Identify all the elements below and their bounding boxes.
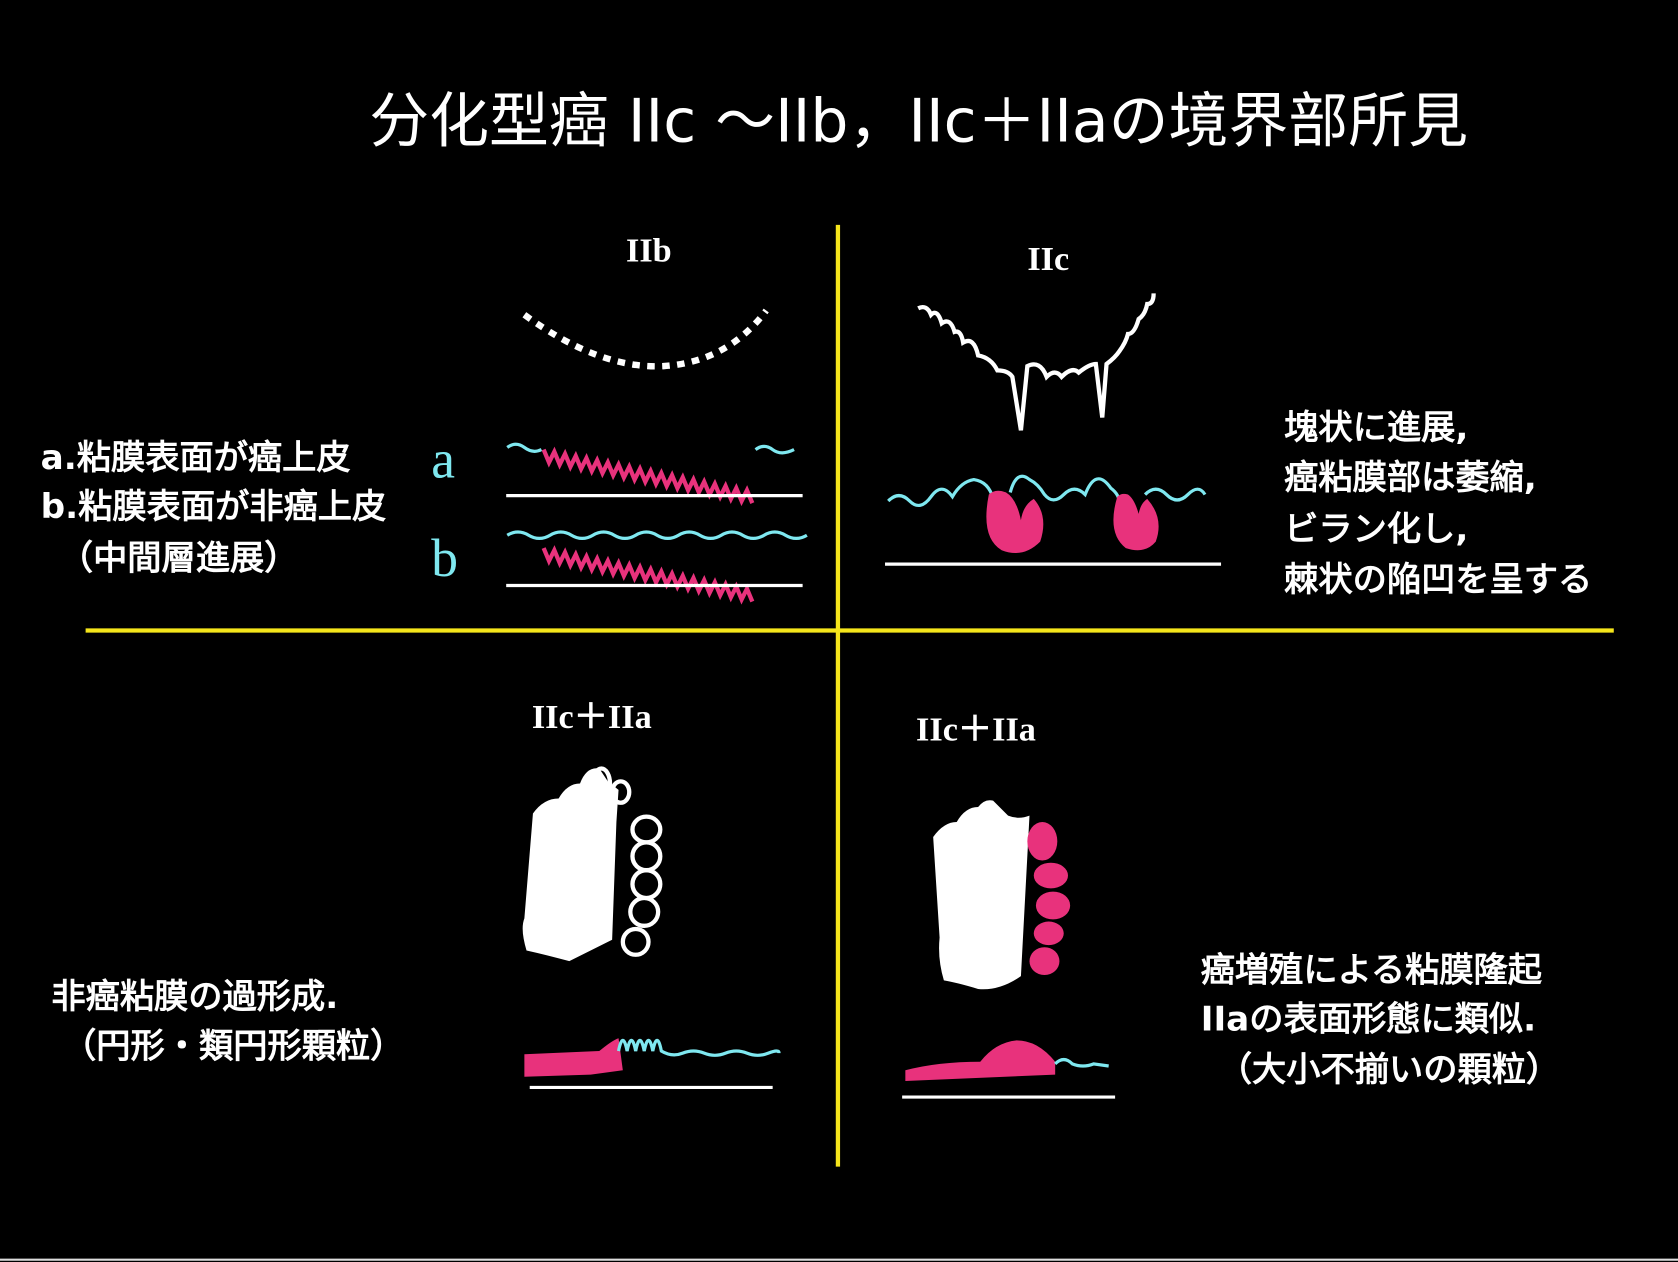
iic-spiky-surface bbox=[917, 293, 1156, 431]
quadrant-iib: IIb a b a.粘膜表面が癌上皮 b.粘膜表面が非癌上皮 （中間層進展） bbox=[41, 231, 808, 605]
iib-a-cancer-epithelium bbox=[541, 446, 755, 507]
iib-b-cancer-layer bbox=[541, 545, 755, 605]
right-note-1: 癌増殖による粘膜隆起 bbox=[1201, 950, 1543, 990]
iic-cancer-mass-2 bbox=[1113, 493, 1159, 551]
left-white-mass bbox=[522, 768, 619, 962]
left-note-1: 非癌粘膜の過形成. bbox=[51, 977, 338, 1017]
quadrant-iic-iia-noncancer: IIc＋IIa 非癌粘膜の過形成. （円形・類円形顆粒） bbox=[51, 698, 781, 1090]
slide-title: 分化型癌 IIc ～IIb，IIc＋IIaの境界部所見 bbox=[369, 86, 1468, 156]
iib-b-normal-epithelium bbox=[506, 530, 808, 541]
iic-iia-left-label: IIc＋IIa bbox=[532, 698, 652, 736]
iic-cancer-mass-1 bbox=[986, 490, 1044, 554]
iib-dotted-curve bbox=[522, 308, 769, 370]
marker-a: a bbox=[431, 429, 455, 489]
marker-b: b bbox=[431, 528, 458, 588]
iic-label: IIc bbox=[1027, 240, 1069, 278]
left-cancer-flat bbox=[524, 1038, 623, 1077]
iib-note-a: a.粘膜表面が癌上皮 bbox=[41, 438, 351, 478]
iic-normal-epithelium bbox=[887, 474, 1207, 507]
quadrant-iic-iia-cancer: IIc＋IIa 癌増殖による粘膜隆起 IIaの表面形態に類似. （大小不揃いの顆… bbox=[902, 711, 1560, 1099]
right-note-3: （大小不揃いの顆粒） bbox=[1218, 1050, 1560, 1090]
iic-note-4: 棘状の陥凹を呈する bbox=[1284, 560, 1592, 600]
left-hyperplastic-epithelium bbox=[616, 1038, 781, 1057]
iic-note-3: ビラン化し, bbox=[1284, 510, 1468, 550]
iic-iia-right-label: IIc＋IIa bbox=[916, 711, 1036, 749]
right-white-mass bbox=[933, 800, 1030, 990]
right-cancer-raised bbox=[905, 1040, 1056, 1081]
left-note-2: （円形・類円形顆粒） bbox=[62, 1026, 404, 1066]
right-normal-epithelium bbox=[1054, 1058, 1109, 1068]
iib-note-b: b.粘膜表面が非癌上皮 bbox=[41, 487, 387, 527]
iib-note-c: （中間層進展） bbox=[59, 538, 299, 578]
quadrant-iic: IIc 塊状に進展, 癌粘膜部は萎縮, ビラン化し, 棘状の陥凹を呈する bbox=[885, 240, 1592, 600]
right-note-2: IIaの表面形態に類似. bbox=[1201, 1000, 1536, 1040]
right-cancer-granules bbox=[1027, 822, 1071, 976]
iic-note-1: 塊状に進展, bbox=[1284, 408, 1468, 448]
left-round-granules bbox=[590, 766, 663, 957]
iib-a-normal-epithelium bbox=[506, 442, 795, 455]
iic-note-2: 癌粘膜部は萎縮, bbox=[1284, 458, 1537, 498]
iib-label: IIb bbox=[626, 231, 672, 269]
